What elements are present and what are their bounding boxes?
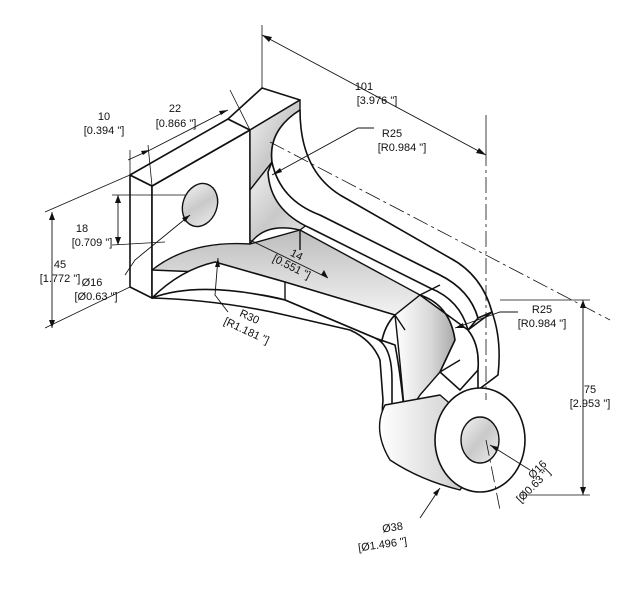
base-hole — [181, 182, 219, 228]
boss-axis-centerline — [485, 150, 501, 511]
dim-o38: Ø38 [Ø1.496 "] — [357, 487, 441, 555]
arm-section-line-5 — [439, 359, 461, 373]
dim-22-in: [0.866 "] — [156, 118, 197, 130]
dim-45-in: [1.772 "] — [40, 273, 81, 285]
dim-101-mm: 101 — [355, 81, 373, 93]
dim-45-mm: 45 — [54, 259, 66, 271]
dim-45: 45 [1.772 "] — [40, 174, 131, 329]
dim-10-in: [0.394 "] — [84, 125, 125, 137]
dim-10-mm: 10 — [98, 111, 110, 123]
hole-axis-centerline — [269, 141, 611, 321]
dim-r25-right-in: [R0.984 "] — [518, 318, 567, 330]
dim-o16-left: Ø16 [Ø0.63 "] — [74, 214, 191, 303]
dim-o16-left-in: [Ø0.63 "] — [74, 291, 117, 303]
dim-r25-top-mm: R25 — [382, 128, 402, 140]
dim-r25-top-in: [R0.984 "] — [378, 142, 427, 154]
dim-75: 75 [2.953 "] — [500, 299, 611, 496]
dim-18: 18 [0.709 "] — [72, 194, 185, 249]
arm-outer-top — [270, 109, 493, 319]
dim-r25-right: R25 [R0.984 "] — [454, 304, 567, 330]
base-front-face — [129, 174, 153, 299]
dim-101: 101 [3.976 "] — [261, 25, 487, 156]
dim-22-mm: 22 — [169, 103, 181, 115]
boss-hole — [460, 416, 500, 464]
arm-section-line-4 — [419, 284, 441, 296]
drop-right-face — [467, 311, 500, 391]
dim-75-in: [2.953 "] — [570, 398, 611, 410]
dim-r25-right-mm: R25 — [532, 304, 552, 316]
dim-o16-left-mm: Ø16 — [82, 277, 103, 289]
dim-18-mm: 18 — [76, 223, 88, 235]
dim-10-22: 10 [0.394 "] 22 [0.866 "] — [84, 89, 251, 187]
dim-101-in: [3.976 "] — [357, 95, 398, 107]
dim-14-mm: 14 — [288, 247, 304, 263]
arm-section-line-3 — [394, 314, 406, 331]
dim-75-mm: 75 — [584, 384, 596, 396]
dim-r25-top: R25 [R0.984 "] — [271, 127, 427, 176]
dim-o38-mm: Ø38 — [381, 521, 403, 536]
bracket-part — [129, 87, 526, 493]
dim-o38-in: [Ø1.496 "] — [357, 536, 407, 555]
dim-18-in: [0.709 "] — [72, 237, 113, 249]
